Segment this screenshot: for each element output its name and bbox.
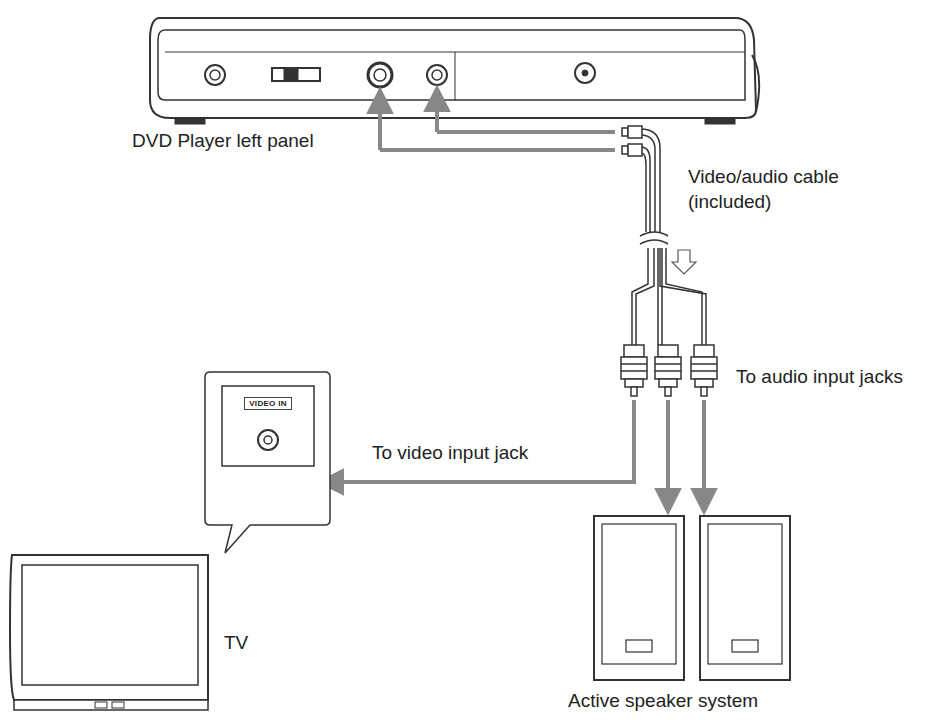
cable-label: Video/audio cable (included) xyxy=(688,164,923,214)
av-cable xyxy=(632,129,706,345)
direction-arrow xyxy=(672,250,696,274)
tv-set xyxy=(10,555,208,710)
instruction-label: To audio input jacks xyxy=(736,364,903,389)
instruction-label: To video input jack xyxy=(372,440,528,465)
callout-inset xyxy=(205,372,330,553)
video-jack-core xyxy=(264,436,272,444)
video-jack xyxy=(258,430,278,450)
speakers xyxy=(594,516,790,680)
mini-plugs xyxy=(622,126,642,156)
input-arrows xyxy=(322,400,704,510)
part-label: Active speaker system xyxy=(568,688,758,713)
input-panel-box: VIDEO IN xyxy=(222,386,314,410)
part-label: TV xyxy=(224,630,248,655)
input-panel xyxy=(222,386,314,466)
part-label: DVD Player left panel xyxy=(132,128,314,153)
panel-label: VIDEO IN xyxy=(244,397,292,410)
rca-plugs xyxy=(621,345,717,396)
plug-arrows xyxy=(380,90,615,150)
dvd-player xyxy=(150,18,759,124)
